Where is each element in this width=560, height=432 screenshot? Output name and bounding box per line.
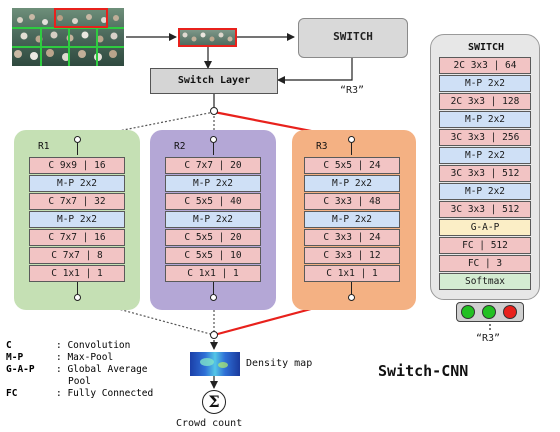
switch-to-layer-arrow [277, 58, 353, 84]
classifier-output-label: “R3” [476, 333, 501, 344]
junction-bottom [210, 331, 218, 339]
r3-layer: C 3x3 | 48 [304, 193, 400, 210]
legend-key: M-P [6, 352, 24, 363]
switch-layer-row: M-P 2x2 [439, 75, 531, 92]
legend-key: C [6, 340, 12, 351]
sum-node [202, 390, 226, 414]
r1-output-dot [74, 294, 81, 301]
r1-layer: M-P 2x2 [29, 211, 125, 228]
sum-icon: Σ [208, 392, 220, 411]
light-green-icon [482, 305, 496, 319]
r1-layer: C 7x7 | 16 [29, 229, 125, 246]
regressor-r2-title: R2 [174, 141, 186, 152]
regressor-r1-title: R1 [38, 141, 50, 152]
r2-input-dot [210, 136, 217, 143]
switch-layer-row: G-A-P [439, 219, 531, 236]
switch-layer-row: M-P 2x2 [439, 111, 531, 128]
r2-layer: C 5x5 | 20 [165, 229, 261, 246]
legend-key: G-A-P [6, 364, 35, 375]
r2-layer: M-P 2x2 [165, 175, 261, 192]
r2-layer: C 1x1 | 1 [165, 265, 261, 282]
legend-value: : Convolution [56, 340, 131, 351]
switch-box [298, 18, 408, 58]
patch-grid [12, 8, 124, 66]
r1-layer: C 9x9 | 16 [29, 157, 125, 174]
r3-layer: C 5x5 | 24 [304, 157, 400, 174]
crowd-patch [178, 28, 237, 47]
regressor-r3-title: R3 [316, 141, 328, 152]
switch-output-label: “R3” [340, 85, 365, 96]
path-from-r1 [77, 297, 215, 336]
r2-layer: M-P 2x2 [165, 211, 261, 228]
regressor-r2: R2 C 7x7 | 20 M-P 2x2 C 5x5 | 40 M-P 2x2… [150, 130, 276, 310]
selected-patch-outline [54, 8, 108, 28]
junction-top [210, 107, 218, 115]
crowd-count-label: Crowd count [176, 418, 243, 429]
diagram-title: Switch-CNN [378, 362, 469, 380]
switch-layer-row: FC | 512 [439, 237, 531, 254]
r3-layer: M-P 2x2 [304, 211, 400, 228]
r2-layer: C 5x5 | 40 [165, 193, 261, 210]
light-red-icon [503, 305, 517, 319]
switch-classifier-panel: SWITCH 2C 3x3 | 64 M-P 2x2 2C 3x3 | 128 … [430, 34, 540, 300]
r1-layer: C 7x7 | 8 [29, 247, 125, 264]
r1-layer: M-P 2x2 [29, 175, 125, 192]
traffic-light [456, 302, 524, 322]
legend-key: FC [6, 388, 18, 399]
switch-layer-row: 3C 3x3 | 512 [439, 201, 531, 218]
legend-value: : Fully Connected [56, 388, 154, 399]
switch-layer-row: M-P 2x2 [439, 183, 531, 200]
r3-output-dot [348, 294, 355, 301]
density-map [190, 352, 240, 376]
legend-value: : Global Average [56, 364, 148, 375]
switch-layer-row: 3C 3x3 | 512 [439, 165, 531, 182]
switch-layer-row: 3C 3x3 | 256 [439, 129, 531, 146]
r1-layer: C 1x1 | 1 [29, 265, 125, 282]
r3-layer: C 3x3 | 12 [304, 247, 400, 264]
legend-value: : Max-Pool [56, 352, 114, 363]
switch-layer-row: Softmax [439, 273, 531, 290]
r3-input-dot [348, 136, 355, 143]
switch-layer-row: M-P 2x2 [439, 147, 531, 164]
r2-layer: C 7x7 | 20 [165, 157, 261, 174]
switch-layer-box: Switch Layer [150, 68, 278, 94]
switch-box-label: SWITCH [333, 30, 373, 43]
switch-layer-row: 2C 3x3 | 64 [439, 57, 531, 74]
r1-input-dot [74, 136, 81, 143]
r3-layer: C 1x1 | 1 [304, 265, 400, 282]
switch-layer-row: 2C 3x3 | 128 [439, 93, 531, 110]
r3-layer: C 3x3 | 24 [304, 229, 400, 246]
legend: C : Convolution M-P : Max-Pool G-A-P : G… [6, 340, 176, 406]
switch-classifier-title: SWITCH [467, 42, 505, 53]
r2-layer: C 5x5 | 10 [165, 247, 261, 264]
regressor-r3: R3 C 5x5 | 24 M-P 2x2 C 3x3 | 48 M-P 2x2… [292, 130, 416, 310]
density-map-label: Density map [246, 358, 313, 369]
path-to-r1 [77, 111, 215, 140]
switch-layer-row: FC | 3 [439, 255, 531, 272]
r1-layer: C 7x7 | 32 [29, 193, 125, 210]
r3-layer: M-P 2x2 [304, 175, 400, 192]
regressor-r1: R1 C 9x9 | 16 M-P 2x2 C 7x7 | 32 M-P 2x2… [14, 130, 140, 310]
r2-output-dot [210, 294, 217, 301]
legend-value: Pool [68, 376, 91, 387]
light-green-icon [461, 305, 475, 319]
